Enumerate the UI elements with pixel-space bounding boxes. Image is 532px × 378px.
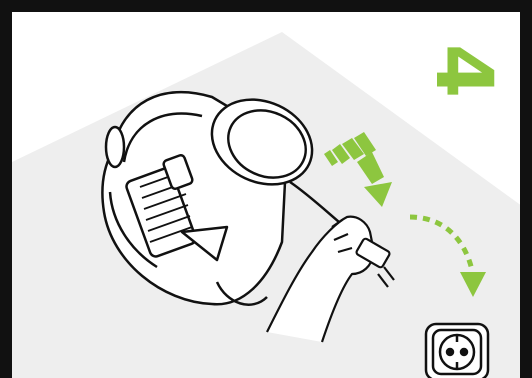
step-number: 4 [428, 36, 498, 106]
wall-socket-icon [426, 324, 488, 378]
